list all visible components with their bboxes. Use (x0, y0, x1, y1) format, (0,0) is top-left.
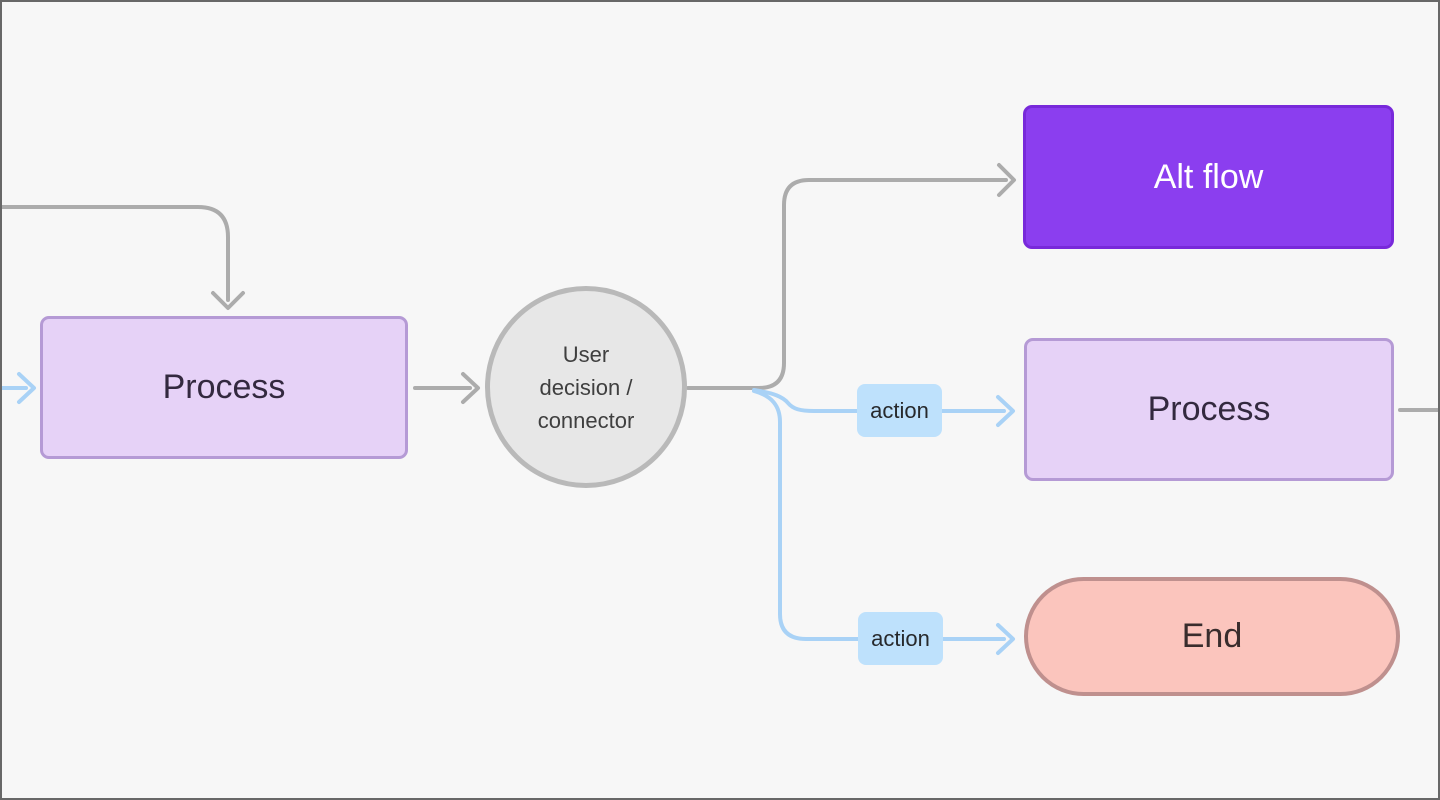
node-process-right[interactable]: Process (1024, 338, 1394, 481)
node-label: User decision / connector (537, 341, 635, 433)
node-user-decision-connector[interactable]: User decision / connector (485, 286, 687, 488)
node-end[interactable]: End (1024, 577, 1400, 696)
edge-label-action-mid[interactable]: action (857, 384, 942, 437)
node-label: Alt flow (1153, 157, 1264, 196)
node-label: Process (162, 368, 286, 406)
edge-start-to-process-left-top[interactable] (2, 205, 245, 310)
edge-label-action-bottom[interactable]: action (858, 612, 943, 665)
node-label: End (1181, 617, 1243, 655)
edge-process-left-to-circle[interactable] (413, 372, 480, 404)
edge-start-to-process-left[interactable] (2, 372, 36, 404)
edge-circle-to-end[interactable] (752, 389, 1015, 655)
node-label: Process (1147, 390, 1271, 428)
arrowhead-right-icon (461, 372, 480, 404)
arrowhead-right-icon (996, 623, 1015, 655)
arrowhead-right-icon (996, 395, 1015, 427)
arrowhead-down-icon (211, 291, 245, 310)
node-alt-flow[interactable]: Alt flow (1023, 105, 1394, 249)
node-process-left[interactable]: Process (40, 316, 408, 459)
edge-circle-to-process-right[interactable] (752, 388, 1015, 427)
arrowhead-right-icon (17, 372, 36, 404)
arrowhead-right-icon (997, 163, 1016, 197)
edge-circle-to-alt-flow[interactable] (686, 163, 1016, 390)
